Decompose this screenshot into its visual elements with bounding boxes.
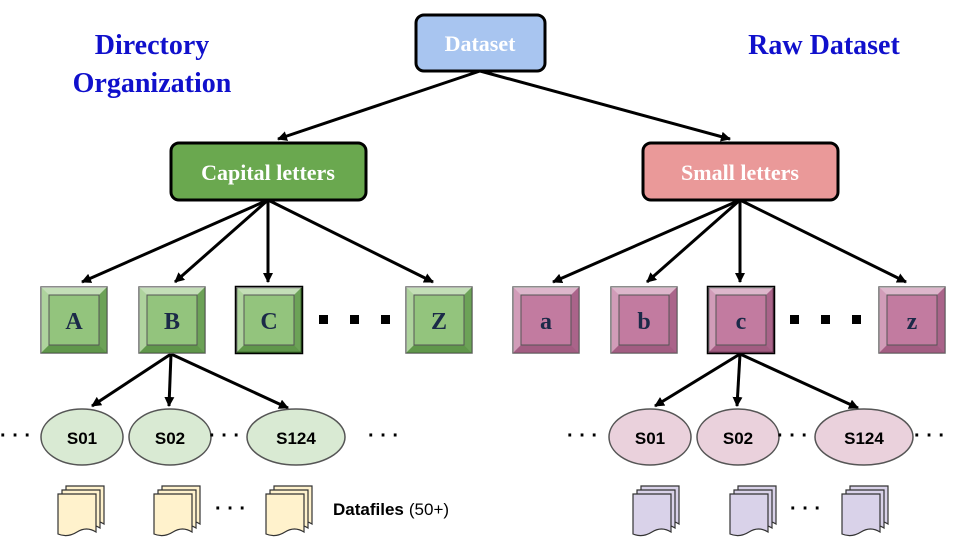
datafile-stack-left-3 xyxy=(265,485,313,537)
datafiles-label: Datafiles (50+) xyxy=(333,500,449,519)
node-small-letters: Small letters xyxy=(641,141,840,202)
folder-Z-label: Z xyxy=(431,309,447,335)
edge-small-b xyxy=(646,198,741,284)
node-small-letters-label: Small letters xyxy=(681,160,799,185)
datafile-stack-right-3 xyxy=(841,485,889,537)
left-subject-nodes: S01 S02 S124 xyxy=(40,408,346,466)
folder-small-b-label: b xyxy=(637,309,650,335)
title-organization: Organization xyxy=(73,68,232,99)
edge-dataset-small xyxy=(479,69,731,142)
node-capital-letters-label: Capital letters xyxy=(201,160,335,185)
folder-small-a: a xyxy=(512,286,580,354)
folder-B-label: B xyxy=(164,309,180,335)
datafile-stack-right-2 xyxy=(729,485,777,537)
folder-C: C xyxy=(234,285,304,355)
datafile-stack-right-1 xyxy=(632,485,680,537)
subject-right-s02: S02 xyxy=(696,408,780,466)
folder-A: A xyxy=(40,286,108,354)
subject-right-s01: S01 xyxy=(608,408,692,466)
folder-small-b: b xyxy=(610,286,678,354)
letters-ellipsis-right xyxy=(790,315,861,324)
datafiles-label-bold: Datafiles xyxy=(333,500,404,519)
edge-b-s02 xyxy=(164,353,175,407)
edge-capital-a xyxy=(81,198,269,284)
right-datafile-stacks xyxy=(632,485,889,537)
datafiles-label-count: (50+) xyxy=(409,500,449,519)
folder-Z: Z xyxy=(405,286,473,354)
subject-left-s02-label: S02 xyxy=(155,429,185,448)
subject-ellipsis-4: · · · xyxy=(567,425,598,447)
subject-ellipsis-5: · · · xyxy=(777,425,808,447)
node-capital-letters-box xyxy=(169,141,368,202)
edge-c-s124 xyxy=(739,352,859,410)
edge-b-s01 xyxy=(91,352,172,408)
node-capital-letters: Capital letters xyxy=(169,141,368,202)
right-subject-nodes: S01 S02 S124 xyxy=(608,408,914,466)
edges xyxy=(81,69,907,410)
subject-ellipsis-6: · · · xyxy=(914,425,945,447)
folder-small-c-label: c xyxy=(736,309,747,335)
subject-left-s02: S02 xyxy=(128,408,212,466)
folder-small-z: z xyxy=(878,286,946,354)
folder-small-z-label: z xyxy=(907,309,918,335)
subject-ellipsis-1: · · · xyxy=(0,425,31,447)
edge-capital-b xyxy=(174,198,269,284)
files-ellipsis-left: · · · xyxy=(215,498,246,520)
subject-right-s124: S124 xyxy=(814,408,914,466)
subject-left-s124-label: S124 xyxy=(276,429,316,448)
edge-capital-z xyxy=(267,198,434,284)
datafile-stack-left-1 xyxy=(57,485,105,537)
subject-right-s01-label: S01 xyxy=(635,429,665,448)
folder-C-label: C xyxy=(260,309,277,335)
left-datafile-stacks xyxy=(57,485,313,537)
edge-c-s01 xyxy=(654,352,741,408)
edge-small-z xyxy=(739,198,907,284)
subject-left-s01-label: S01 xyxy=(67,429,97,448)
folder-A-label: A xyxy=(65,309,83,335)
node-dataset: Dataset xyxy=(414,13,547,73)
node-small-letters-box xyxy=(641,141,840,202)
edge-dataset-capital xyxy=(277,69,481,141)
node-dataset-box xyxy=(414,13,547,73)
folder-small-a-label: a xyxy=(540,309,552,335)
edge-c-s02 xyxy=(732,353,743,407)
subject-left-s124: S124 xyxy=(246,408,346,466)
folder-small-c: c xyxy=(706,285,776,355)
edge-small-a xyxy=(552,198,741,284)
edge-b-s124 xyxy=(170,352,289,410)
subject-ellipsis-2: · · · xyxy=(209,425,240,447)
title-raw-dataset: Raw Dataset xyxy=(748,30,900,61)
folder-B: B xyxy=(138,286,206,354)
files-ellipsis-right: · · · xyxy=(790,498,821,520)
subject-right-s02-label: S02 xyxy=(723,429,753,448)
letters-ellipsis-left xyxy=(319,315,390,324)
datafile-stack-left-2 xyxy=(153,485,201,537)
subject-left-s01: S01 xyxy=(40,408,124,466)
node-dataset-label: Dataset xyxy=(445,31,517,56)
subject-right-s124-label: S124 xyxy=(844,429,884,448)
title-directory: Directory xyxy=(95,30,210,61)
subject-ellipsis-3: · · · xyxy=(368,425,399,447)
